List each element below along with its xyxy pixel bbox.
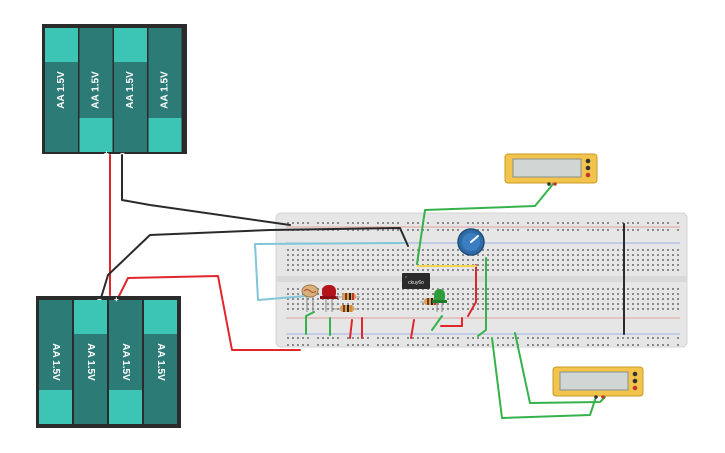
battery-top-cell-2[interactable]: AA 1.5V [79,28,113,152]
breadboard-holes [287,222,679,346]
resistor-1[interactable] [336,293,360,300]
multimeter-top[interactable] [504,153,598,186]
battery-bottom-cell-2[interactable]: AA 1.5V [74,300,107,424]
multimeter-bottom[interactable] [552,366,644,399]
battery-bottom-cell-1[interactable]: AA 1.5V [39,300,72,424]
battery-top-positive-terminal[interactable]: + [104,149,109,158]
battery-top-cell-label: AA 1.5V [91,71,102,109]
multimeter-bottom-lead-neg[interactable] [594,395,598,399]
multimeter-top-lead-neg[interactable] [547,182,551,186]
battery-top-cell-label: AA 1.5V [56,71,67,109]
battery-bottom-cell-label: AA 1.5V [155,343,166,381]
wire-green-to-top-meter[interactable] [416,183,554,265]
potentiometer-dial-indicator [470,235,479,243]
battery-top-cell-4[interactable]: AA 1.5V [148,28,182,152]
ic-chip[interactable]: ckuy6o [402,273,430,289]
multimeter-top-lead-pos[interactable] [553,182,557,186]
wire-green-small-c[interactable] [477,257,487,337]
battery-bottom-cell-label: AA 1.5V [50,343,61,381]
battery-top-cell-label: AA 1.5V [125,71,136,109]
multimeter-top-display [512,158,582,178]
wire-red-jumper-a[interactable] [349,319,353,339]
battery-bottom-cell-3[interactable]: AA 1.5V [109,300,142,424]
battery-top-cell-1[interactable]: AA 1.5V [45,28,78,152]
battery-bottom-cell-label: AA 1.5V [120,343,131,381]
battery-bottom-positive-terminal[interactable]: + [114,295,119,304]
battery-top-cell-label: AA 1.5V [160,71,171,109]
battery-pack-bottom[interactable]: AA 1.5V AA 1.5V AA 1.5V AA 1.5V − + [36,295,181,428]
wire-black-bottom-pack[interactable] [100,227,409,299]
battery-bottom-cell-label: AA 1.5V [85,343,96,381]
photoresistor[interactable] [301,284,319,312]
multimeter-bottom-lead-pos[interactable] [601,395,605,399]
multimeter-top-probe-3[interactable] [585,172,591,178]
multimeter-bottom-display [559,371,629,391]
battery-bottom-cell-4[interactable]: AA 1.5V [144,300,177,424]
ic-chip-label: ckuy6o [408,280,424,286]
wire-black-top-pack[interactable] [121,154,291,226]
battery-bottom-negative-terminal[interactable]: − [97,295,102,304]
wire-green-to-bottom-meter-b[interactable] [514,332,606,404]
wire-red-to-breadboard[interactable] [117,275,301,351]
wire-green-to-bottom-meter-a[interactable] [491,337,597,419]
multimeter-bottom-probe-3[interactable] [632,385,638,391]
battery-top-negative-terminal[interactable]: − [120,149,125,158]
wire-green-small-a[interactable] [305,311,315,335]
green-led[interactable] [432,289,447,312]
potentiometer[interactable] [457,228,485,256]
multimeter-bottom-probe-2[interactable] [632,378,638,384]
wire-blue[interactable] [254,242,405,301]
breadboard[interactable] [275,212,688,348]
wire-red-jumper-e[interactable] [467,264,477,317]
wire-red-jumper-d[interactable] [440,317,463,327]
wire-green-small-b[interactable] [431,315,443,331]
wire-red-jumper-c[interactable] [410,319,415,339]
battery-top-cell-3[interactable]: AA 1.5V [114,28,147,152]
battery-pack-top[interactable]: AA 1.5V AA 1.5V AA 1.5V AA 1.5V + − [42,24,187,158]
resistor-2[interactable] [334,305,358,312]
multimeter-top-probe-1[interactable] [585,158,591,164]
multimeter-top-probe-2[interactable] [585,165,591,171]
multimeter-bottom-probe-1[interactable] [632,371,638,377]
red-led[interactable] [320,285,338,312]
